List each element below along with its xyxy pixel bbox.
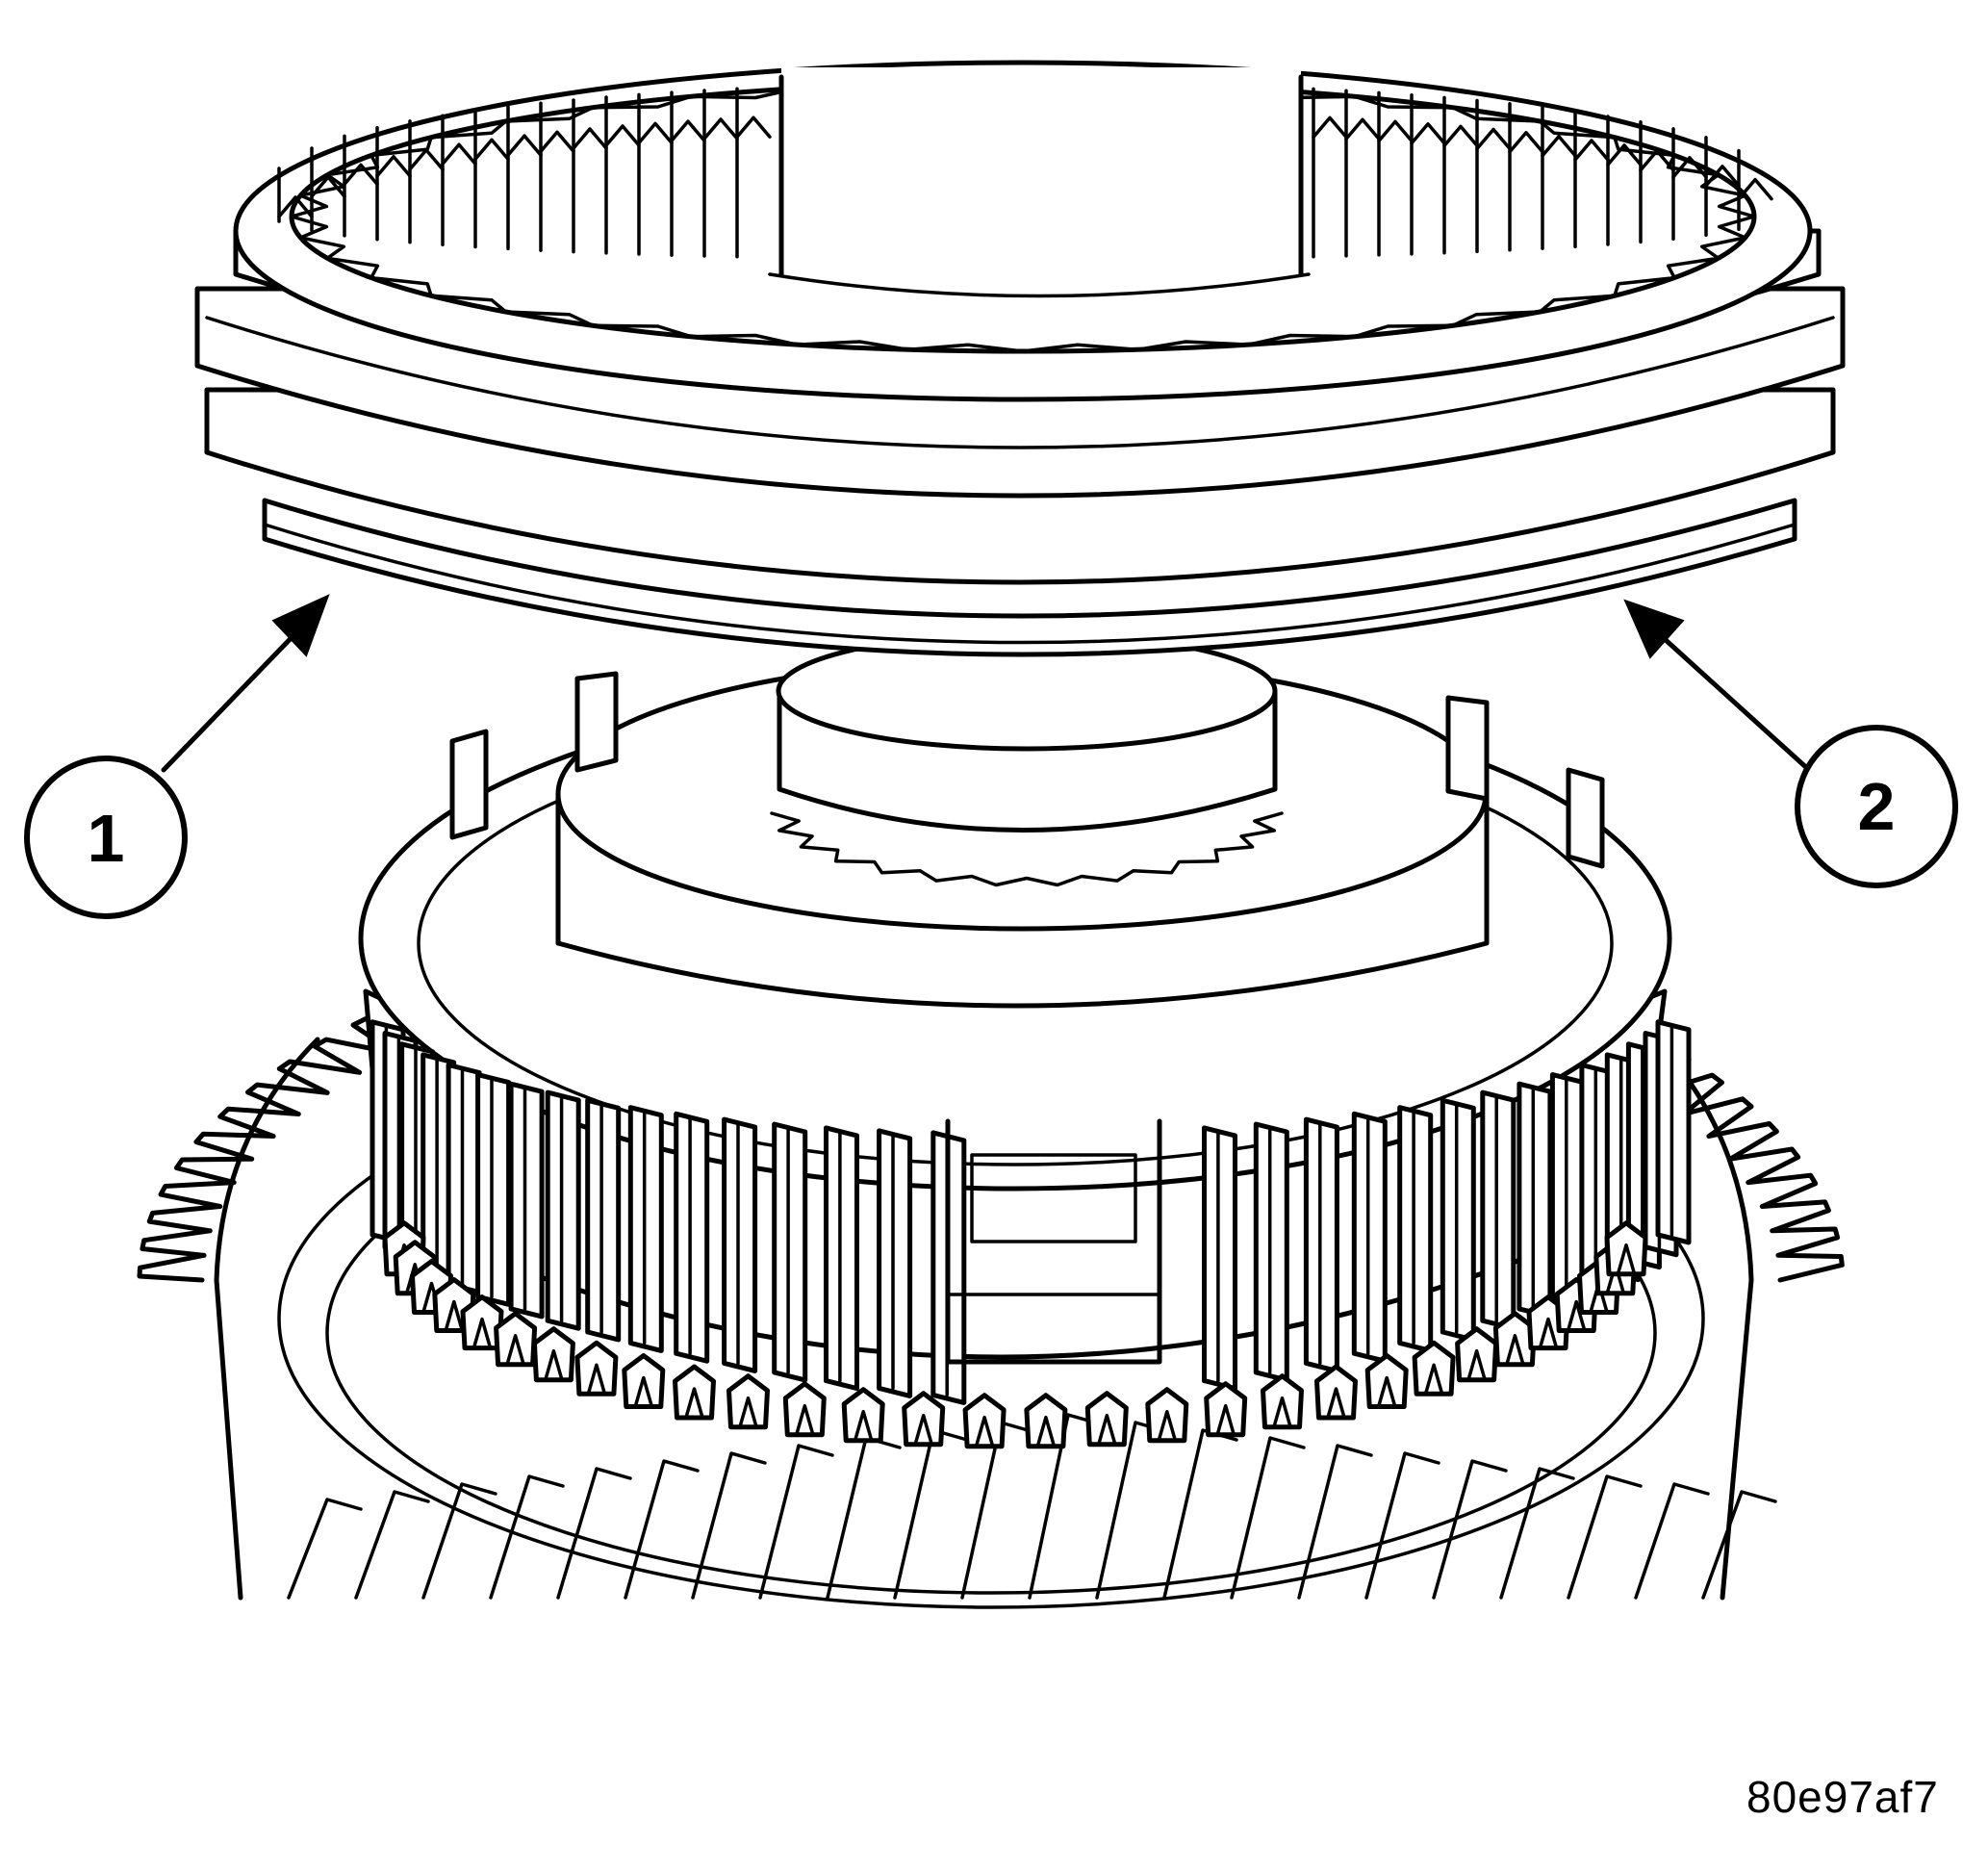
callout-2: 2 (1623, 599, 1958, 888)
ring-inner-teeth (290, 80, 1756, 353)
upper-ring (194, 60, 1846, 657)
callout-1-circle (24, 756, 188, 919)
callout-2-circle (1795, 725, 1958, 888)
figure-code: 80e97af7 (1746, 1772, 1939, 1822)
inner-serration (770, 811, 1284, 887)
ring-splines (277, 87, 1773, 259)
inner-cone (449, 630, 1605, 1009)
callout-1: 1 (24, 594, 330, 919)
callout-1-label: 1 (88, 801, 125, 876)
callout-1-arrowhead (271, 594, 330, 657)
hub-lower-teeth (382, 1220, 1648, 1449)
callout-2-label: 2 (1858, 769, 1896, 844)
callout-2-arrowhead (1623, 599, 1685, 659)
